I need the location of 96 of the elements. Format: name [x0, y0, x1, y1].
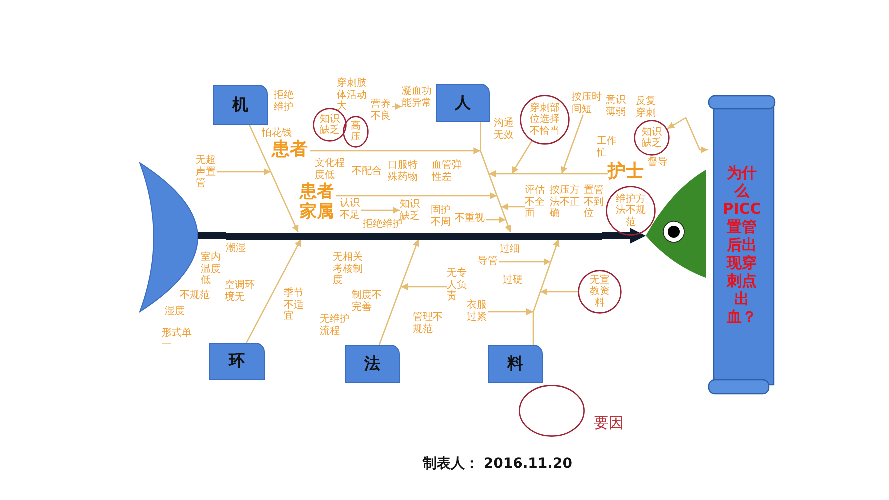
line: [480, 150, 490, 174]
cause-label: 沟通无效: [494, 118, 515, 141]
highlight-circle: [634, 120, 670, 156]
arrow: [505, 220, 512, 233]
cause-label: 置管不到位: [584, 185, 605, 220]
arrow: [550, 239, 560, 262]
cause-label: 知识缺乏: [400, 199, 421, 222]
cause-label: 衣服过紧: [467, 300, 488, 323]
highlight-circle: [578, 270, 622, 314]
line: [500, 206, 507, 220]
arrow: [246, 239, 302, 344]
cause-label: 评估不全面: [525, 185, 546, 220]
category-label: 法: [364, 354, 380, 374]
arrow: [511, 140, 533, 174]
line: [496, 196, 502, 208]
category-heading: 护士: [608, 162, 646, 183]
cause-label: 无维护流程: [320, 314, 351, 337]
arrow: [361, 207, 400, 214]
category-box: [436, 84, 490, 122]
cause-label: 固护不周: [431, 205, 452, 228]
line: [488, 174, 498, 196]
cause-label: 按压时间短: [572, 92, 603, 115]
highlight-circle: [520, 95, 570, 145]
cause-label: 湿度: [165, 306, 186, 318]
arrow: [501, 204, 525, 210]
arrow: [392, 103, 402, 110]
cause-label: 怕花钱: [262, 128, 293, 140]
line: [249, 124, 272, 172]
arrow: [540, 288, 578, 296]
cause-label: 室内温度低: [201, 252, 222, 286]
cause-label: 形式单一: [162, 328, 193, 351]
cause-label: 无相关考核制度: [333, 252, 364, 286]
fish-head: [646, 170, 706, 278]
cause-label: 凝血功能异常: [402, 86, 433, 109]
double-arrow: [667, 117, 708, 154]
cause-label: 督导: [648, 157, 669, 168]
legend-label: 要因: [594, 415, 624, 433]
line: [378, 286, 402, 346]
arrow: [336, 192, 498, 200]
cause-label: 穿刺肢体活动大: [337, 78, 368, 112]
line: [512, 173, 562, 175]
cause-label: 营养不良: [371, 99, 392, 122]
category-box: [209, 343, 265, 380]
cause-label: 无超声置管: [196, 155, 217, 190]
cause-label: 拒绝维护: [363, 219, 405, 230]
category-heading: 患者家属: [300, 183, 336, 222]
cause-label: 不配合: [352, 166, 383, 178]
cause-label: 制度不完善: [352, 290, 383, 313]
highlight-circle: [343, 116, 369, 148]
line: [540, 262, 552, 292]
cause-label: 过细: [500, 244, 521, 256]
category-heading: 患者: [272, 140, 310, 161]
category-box: [345, 345, 400, 383]
category-box: [213, 85, 268, 125]
category-label: 环: [229, 351, 245, 372]
arrow: [270, 172, 299, 233]
line: [480, 122, 482, 151]
cause-label: 空调环境无: [225, 280, 256, 303]
cause-label: 血管弹性差: [432, 160, 463, 183]
cause-label: 认识不足: [340, 198, 361, 221]
cause-label: 潮湿: [226, 243, 247, 254]
line: [532, 292, 542, 312]
cause-label: 反复穿刺: [636, 96, 657, 119]
problem-question: 为什么PICC置管后出现穿刺点出血？: [722, 164, 762, 326]
category-box: [488, 345, 543, 383]
cause-label: 不重视: [455, 213, 486, 224]
cause-label: 管理不规范: [413, 312, 444, 335]
cause-label: 导管: [478, 256, 499, 268]
arrow: [561, 114, 584, 174]
arrow: [217, 168, 271, 176]
cause-label: 意识薄弱: [606, 95, 627, 118]
line: [532, 312, 534, 345]
cause-label: 过硬: [503, 275, 524, 286]
arrow: [489, 170, 512, 178]
cause-label: 按压方法不正确: [550, 185, 581, 220]
arrow: [488, 308, 534, 316]
cause-label: 无专人负责: [447, 268, 468, 302]
author-date-note: 制表人： 2016.11.20: [423, 455, 572, 473]
line: [198, 232, 226, 240]
arrow: [499, 258, 551, 266]
arrow: [602, 228, 646, 244]
cause-label: 工作忙: [597, 136, 618, 159]
category-label: 机: [232, 94, 248, 116]
cause-label: 拒绝维护: [274, 90, 295, 113]
cause-label: 口服特殊药物: [388, 160, 419, 183]
cause-label: 文化程度低: [315, 158, 346, 181]
arrow: [400, 239, 420, 288]
arrow: [486, 216, 506, 224]
arrow: [310, 148, 481, 154]
cause-label: 不规范: [180, 290, 211, 302]
cause-label: 季节不适宜: [284, 288, 305, 322]
category-label: 料: [508, 354, 524, 374]
line: [562, 173, 608, 175]
category-label: 人: [455, 92, 471, 114]
arrow: [401, 284, 447, 290]
highlight-circle: [606, 186, 656, 236]
